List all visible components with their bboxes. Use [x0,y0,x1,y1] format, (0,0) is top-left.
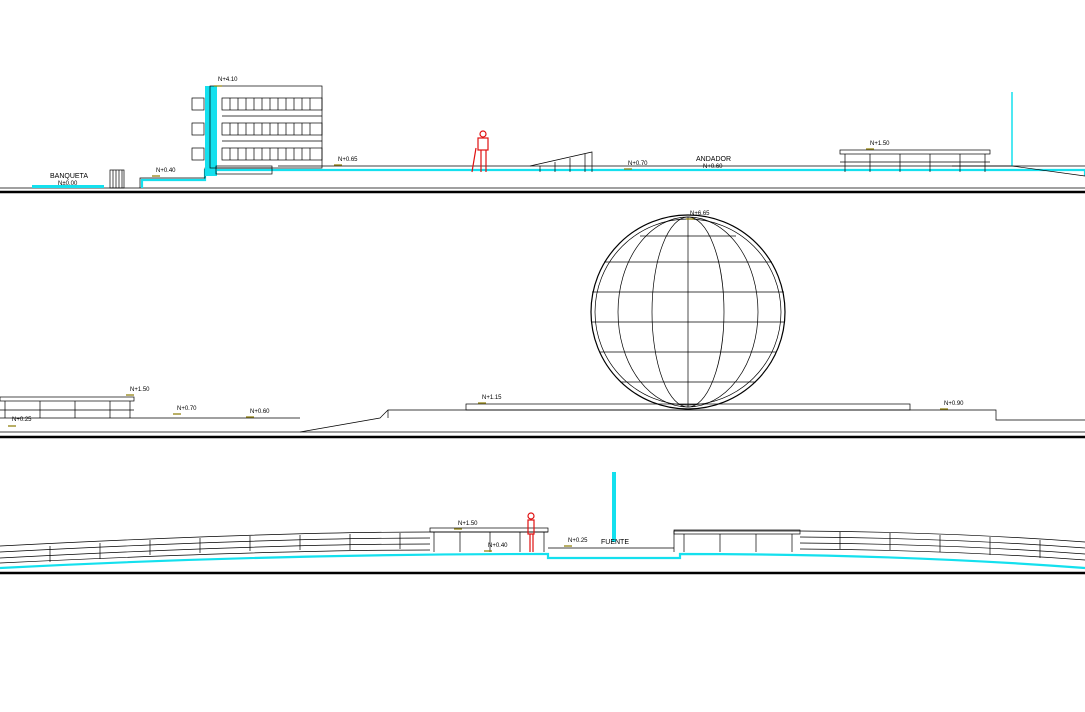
fountain-jet-3 [612,472,616,542]
platform-outline-2 [299,409,1085,433]
level-090-label: N+0.90 [944,401,964,407]
andador-label: ANDADOR [696,156,731,163]
level-040-label-3: N+0.40 [488,543,508,549]
level-150-label-3: N+1.50 [458,521,478,527]
gate-element [109,169,125,189]
level-070-label-2: N+0.70 [177,406,197,412]
pergola-3-left [429,527,549,552]
andador-level: N+0.60 [703,164,723,170]
ramp-element [529,151,593,172]
level-150-label: N+1.50 [870,141,890,147]
building [191,85,323,176]
sphere-top-label: N+6.65 [690,211,710,217]
level-065-label: N+0.65 [338,157,358,163]
level-025-label-3: N+0.25 [568,538,588,544]
level-150-label-2: N+1.50 [130,387,150,393]
rail-top-right [674,530,1085,543]
elevation-1: BANQUETA N±0.00 N+0.40 [0,77,1085,194]
banqueta-label: BANQUETA [50,173,88,180]
pergola-1 [839,149,991,172]
water-profile-3 [0,552,1085,570]
person-figure-1 [471,130,489,173]
fountain-basin-1 [952,165,1085,177]
banqueta-strip [32,185,104,188]
globe-base [465,403,911,411]
level-115-label: N+1.15 [482,395,502,401]
level-410-label: N+4.10 [218,77,238,83]
level-070-label: N+0.70 [628,161,648,167]
rail-top-left [0,531,548,547]
rail-posts-left [49,533,401,562]
level-025-label: N+0.25 [12,417,32,423]
level-040-label: N+0.40 [156,168,176,174]
rail-posts-right [839,532,1041,558]
building-windows [221,97,323,161]
elevation-2: N+6.65 N+1.15 N+0.90 N+1.50 N+0.25 N+0.7… [0,211,1085,439]
globe-sculpture [590,214,786,410]
pergola-3-right [673,529,801,552]
water-profile-1 [140,168,1085,188]
fuente-label: FUENTE [601,539,629,546]
person-figure-3 [527,512,535,552]
pergola-2 [0,396,135,418]
banqueta-level: N±0.00 [58,181,78,187]
level-060-label: N+0.60 [250,409,270,415]
elevation-3: N+1.50 N+0.40 FUENTE N+0.25 [0,472,1085,575]
